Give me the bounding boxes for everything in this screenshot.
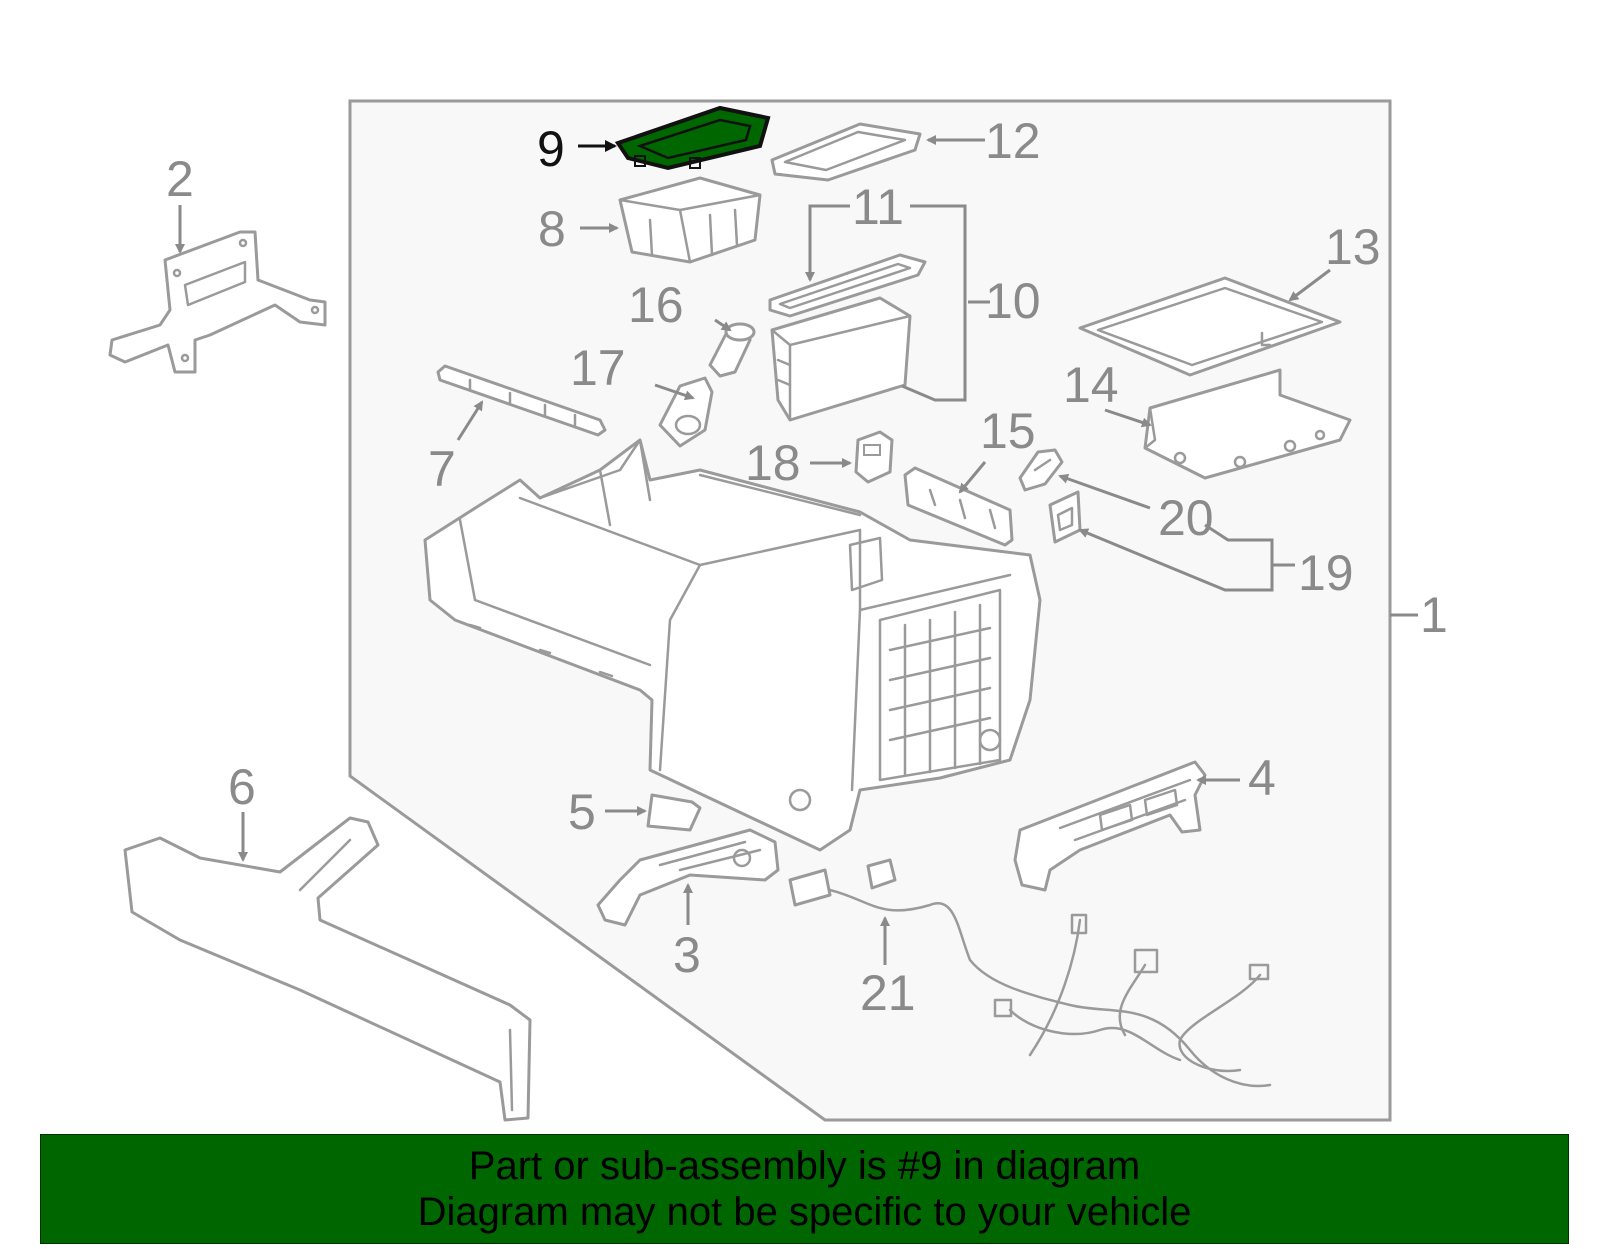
callout-14: 14	[1063, 357, 1119, 413]
part-10[interactable]	[770, 296, 912, 422]
banner-line-1: Part or sub-assembly is #9 in diagram	[468, 1144, 1141, 1188]
callout-20: 20	[1158, 490, 1214, 546]
callout-12: 12	[985, 113, 1041, 169]
part-21[interactable]	[788, 858, 1272, 1088]
callout-16: 16	[628, 277, 684, 333]
callout-3: 3	[673, 927, 701, 983]
part-12[interactable]	[770, 122, 922, 182]
part-18[interactable]	[854, 430, 894, 484]
callout-6: 6	[228, 759, 256, 815]
part-6[interactable]	[123, 816, 532, 1122]
callout-19: 19	[1298, 545, 1354, 601]
banner-line-2: Diagram may not be specific to your vehi…	[417, 1190, 1192, 1234]
callout-18: 18	[745, 435, 801, 491]
callout-1: 1	[1420, 587, 1448, 643]
callout-5: 5	[568, 784, 596, 840]
part-20[interactable]	[1018, 448, 1064, 492]
callout-9: 9	[537, 121, 565, 177]
part-2[interactable]	[108, 230, 327, 374]
part-13[interactable]	[1078, 276, 1342, 377]
callout-11: 11	[852, 179, 904, 235]
part-14[interactable]	[1143, 368, 1352, 480]
part-5[interactable]	[646, 793, 702, 832]
part-9-highlighted[interactable]	[614, 105, 771, 171]
callout-7: 7	[428, 441, 456, 497]
callout-15: 15	[980, 403, 1036, 459]
part-15[interactable]	[903, 466, 1014, 547]
callout-21: 21	[860, 965, 916, 1021]
part-17[interactable]	[658, 376, 714, 448]
callout-10: 10	[985, 273, 1041, 329]
part-7[interactable]	[436, 364, 607, 437]
part-11[interactable]	[768, 253, 927, 318]
callout-4: 4	[1248, 750, 1276, 806]
callout-2: 2	[166, 151, 194, 207]
part-8[interactable]	[618, 176, 762, 264]
callout-17: 17	[570, 340, 626, 396]
info-banner: Part or sub-assembly is #9 in diagram Di…	[40, 1134, 1569, 1244]
part-3[interactable]	[596, 828, 780, 927]
leader-lines	[175, 135, 1418, 965]
part-1-console[interactable]	[423, 438, 1042, 852]
callout-8: 8	[538, 201, 566, 257]
callout-13: 13	[1325, 219, 1381, 275]
